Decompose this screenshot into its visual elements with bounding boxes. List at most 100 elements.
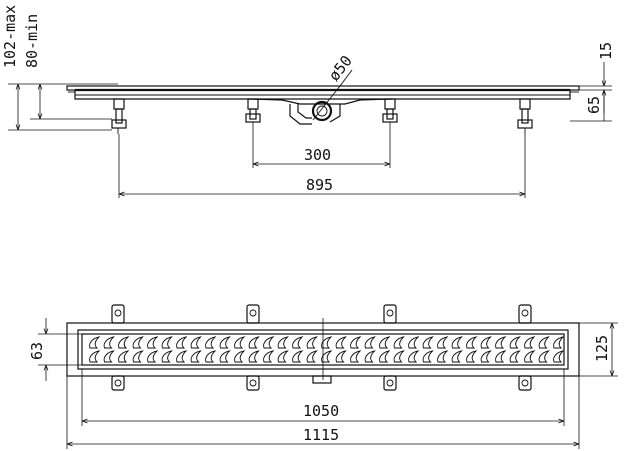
grate-slot — [321, 336, 333, 349]
bracket-bottom-4 — [518, 375, 532, 391]
grate-slot — [553, 350, 565, 363]
grate-slot — [147, 350, 159, 363]
grate-slot — [437, 350, 449, 363]
profile-dimensions: 15 65 — [570, 42, 615, 122]
length-dimensions: 1050 1115 — [66, 369, 580, 449]
bracket-bottom-1 — [111, 375, 125, 391]
grate-slot — [350, 350, 362, 363]
grate-slot — [321, 350, 333, 363]
grate-slot — [176, 336, 188, 349]
grate-slot — [451, 350, 463, 363]
grate-slot — [132, 336, 144, 349]
grate-slot — [379, 336, 391, 349]
grate-slot — [292, 350, 304, 363]
foot-1 — [111, 98, 127, 134]
grate-slot — [553, 336, 565, 349]
grate-slot — [451, 336, 463, 349]
top-dim-label: 15 — [597, 42, 615, 60]
grate-slot — [364, 336, 376, 349]
grate-slot — [393, 350, 405, 363]
grate-slot — [422, 336, 434, 349]
grate-slot — [466, 336, 478, 349]
adjustable-feet — [111, 98, 533, 134]
grate-slot — [219, 350, 231, 363]
grate-slot — [335, 350, 347, 363]
outlet-pipe — [289, 69, 353, 125]
grate-slot — [379, 350, 391, 363]
grate-slot — [495, 336, 507, 349]
grate-slot — [306, 350, 318, 363]
foot-3 — [382, 98, 398, 123]
grate-slot — [190, 350, 202, 363]
grate-slot — [538, 350, 550, 363]
grate-slot — [118, 336, 130, 349]
grate-slot — [190, 336, 202, 349]
grate-slot — [234, 336, 246, 349]
grate-slot — [118, 350, 130, 363]
drain-channel-profile — [66, 85, 580, 105]
bracket-top-1 — [111, 304, 125, 324]
outer-spacing-label: 895 — [306, 176, 333, 194]
grate-slot — [306, 336, 318, 349]
grate-width-label: 63 — [28, 342, 46, 360]
foot-2 — [245, 98, 261, 123]
body-dim-label: 65 — [585, 96, 603, 114]
grate-slot — [292, 336, 304, 349]
mounting-brackets — [111, 304, 532, 391]
grate-slot — [161, 336, 173, 349]
grate-slot — [132, 350, 144, 363]
grate-slot — [524, 350, 536, 363]
side-view: 102-max 80-min 15 65 ø50 300 895 — [1, 5, 615, 198]
grate-slot — [103, 350, 115, 363]
grate-slot — [277, 336, 289, 349]
outlet-tab — [312, 375, 332, 384]
height-min-label: 80-min — [23, 14, 41, 68]
grate-slot — [89, 350, 101, 363]
grate-slot — [248, 350, 260, 363]
bracket-top-3 — [383, 304, 397, 324]
grate-length-label: 1050 — [303, 402, 339, 420]
foot-4 — [517, 98, 533, 134]
grate-width-dimension: 63 — [28, 318, 82, 381]
grate-wave-pattern — [89, 336, 565, 363]
height-max-label: 102-max — [1, 5, 19, 68]
grate-slot — [437, 336, 449, 349]
grate-slot — [495, 350, 507, 363]
grate-slot — [161, 350, 173, 363]
height-dimensions: 102-max 80-min — [1, 5, 118, 131]
grate-slot — [147, 336, 159, 349]
grate-slot — [408, 350, 420, 363]
grate-slot — [103, 336, 115, 349]
bracket-bottom-2 — [246, 375, 260, 391]
body-height-label: 125 — [593, 335, 611, 362]
grate-slot — [89, 336, 101, 349]
grate-slot — [263, 336, 275, 349]
grate-slot — [205, 350, 217, 363]
grate-slot — [277, 350, 289, 363]
total-length-label: 1115 — [303, 426, 339, 444]
grate-slot — [176, 350, 188, 363]
grate-slot — [219, 336, 231, 349]
grate-slot — [350, 336, 362, 349]
center-spacing-label: 300 — [304, 146, 331, 164]
pipe-diameter-label: ø50 — [325, 52, 356, 84]
grate-slot — [509, 350, 521, 363]
grate-slot — [234, 350, 246, 363]
body-height-dimension: 125 — [579, 322, 618, 377]
bracket-bottom-3 — [383, 375, 397, 391]
grate-slot — [263, 350, 275, 363]
bracket-top-2 — [246, 304, 260, 324]
grate-slot — [364, 350, 376, 363]
grate-slot — [248, 336, 260, 349]
grate-slot — [480, 336, 492, 349]
grate-slot — [524, 336, 536, 349]
grate-slot — [422, 350, 434, 363]
grate-slot — [205, 336, 217, 349]
grate-slot — [393, 336, 405, 349]
grate-slot — [538, 336, 550, 349]
plan-view: 63 125 1050 1115 — [28, 304, 618, 449]
grate-slot — [480, 350, 492, 363]
bracket-top-4 — [518, 304, 532, 324]
spacing-dimensions: 300 895 — [118, 122, 526, 198]
